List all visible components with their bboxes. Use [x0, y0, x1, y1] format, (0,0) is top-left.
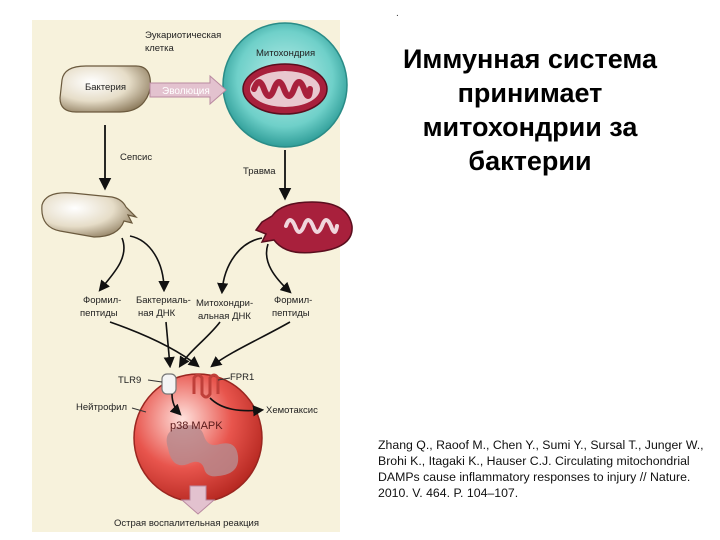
label-formyl-right-1: Формил-: [274, 295, 312, 306]
arrow-bact-to-dna: [129, 235, 170, 293]
label-formyl-right-2: пептиды: [272, 308, 310, 319]
label-tlr9: TLR9: [118, 375, 141, 386]
label-chemotaxis: Хемотаксис: [266, 405, 318, 416]
label-formyl-left-1: Формил-: [83, 295, 121, 306]
label-bact-dna-2: ная ДНК: [138, 308, 176, 319]
bacterium-top-icon: [59, 65, 151, 113]
arrow-mito-to-formyl: [265, 243, 292, 294]
fpr1-receptor-icon: [192, 373, 220, 399]
inflammation-arrow: [180, 485, 216, 515]
neutrophil-nucleus: [166, 425, 239, 477]
label-bact-dna-1: Бактериаль-: [136, 295, 191, 306]
label-trauma: Травма: [243, 166, 276, 177]
arrow-tlr9-to-p38: [169, 393, 182, 416]
label-neutrophil: Нейтрофил: [76, 402, 127, 413]
label-fpr1: FPR1: [230, 372, 254, 383]
citation-text: Zhang Q., Raoof M., Chen Y., Sumi Y., Su…: [378, 438, 704, 500]
arrow-fpr1-to-chemotaxis: [209, 397, 265, 417]
label-inflammation: Острая воспалительная реакция: [114, 518, 259, 529]
arrow-mitodna-to-tlr9: [178, 321, 221, 368]
label-p38: p38 MAPK: [170, 420, 223, 432]
label-bacterium: Бактерия: [85, 82, 126, 93]
arrow-formyl-right-to-fpr1: [210, 321, 291, 368]
label-mitochondrion: Митохондрия: [256, 48, 315, 59]
label-mito-dna-2: альная ДНК: [198, 311, 251, 322]
slide-title: Иммунная система принимает митохондрии з…: [402, 44, 658, 176]
label-eukaryote-1: Эукариотическая: [145, 30, 221, 41]
arrow-formyl-left-to-fpr1: [109, 321, 200, 368]
label-mito-dna-1: Митохондри-: [196, 298, 253, 309]
tlr9-leader: [147, 379, 163, 383]
bacterium-fragment-icon: [41, 192, 138, 238]
stray-dot: .: [396, 8, 399, 19]
mitochondrion-top-icon: [242, 63, 328, 115]
fpr1-leader: [217, 377, 231, 381]
label-evolution: Эволюция: [162, 86, 210, 97]
arrow-bactdna-to-tlr9: [163, 321, 175, 369]
tlr9-receptor-icon: [161, 373, 177, 395]
mitochondrion-fragment-icon: [254, 201, 353, 254]
label-eukaryote-2: клетка: [145, 43, 174, 54]
arrow-mito-to-dna: [217, 237, 263, 295]
evolution-arrow: [149, 74, 227, 106]
label-sepsis: Сепсис: [120, 152, 152, 163]
arrow-bact-to-formyl: [98, 237, 125, 292]
neutrophil-leader: [131, 407, 147, 413]
label-formyl-left-2: пептиды: [80, 308, 118, 319]
